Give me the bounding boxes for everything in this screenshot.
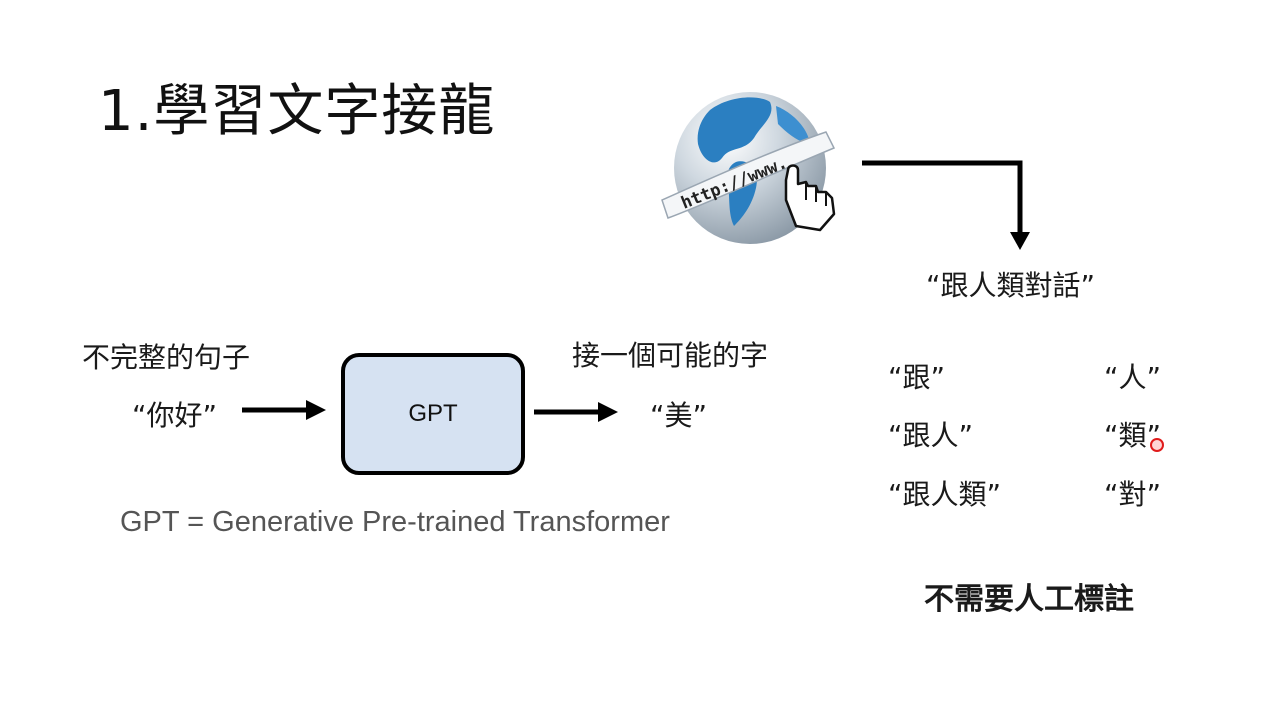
web-data-connector-line — [862, 160, 1023, 236]
gpt-expansion: GPT = Generative Pre-trained Transformer — [120, 506, 670, 538]
no-annotation-note: 不需要人工標註 — [924, 582, 1134, 617]
hand-cursor-icon — [784, 164, 836, 232]
globe-icon: http://www. — [661, 92, 836, 244]
slide-title: 1.學習文字接龍 — [98, 79, 496, 144]
token-example: “跟人類” — [888, 478, 1002, 511]
token-example: “人” — [1104, 361, 1162, 394]
token-example: “跟人” — [888, 419, 974, 452]
token-example: “對” — [1104, 478, 1162, 511]
gpt-model-label: GPT — [408, 400, 458, 427]
gpt-model-box: GPT — [341, 353, 525, 475]
token-example: “跟” — [888, 361, 946, 394]
output-arrowhead — [598, 402, 618, 422]
input-arrowhead — [306, 400, 326, 420]
input-caption: 不完整的句子 — [82, 341, 251, 374]
input-text: “你好” — [132, 399, 218, 432]
target-sentence: “跟人類對話” — [926, 269, 1096, 302]
output-text: “美” — [650, 399, 708, 432]
output-caption: 接一個可能的字 — [572, 339, 769, 372]
pointer-cursor-icon — [1150, 438, 1164, 452]
web-data-arrowhead — [1010, 232, 1030, 250]
